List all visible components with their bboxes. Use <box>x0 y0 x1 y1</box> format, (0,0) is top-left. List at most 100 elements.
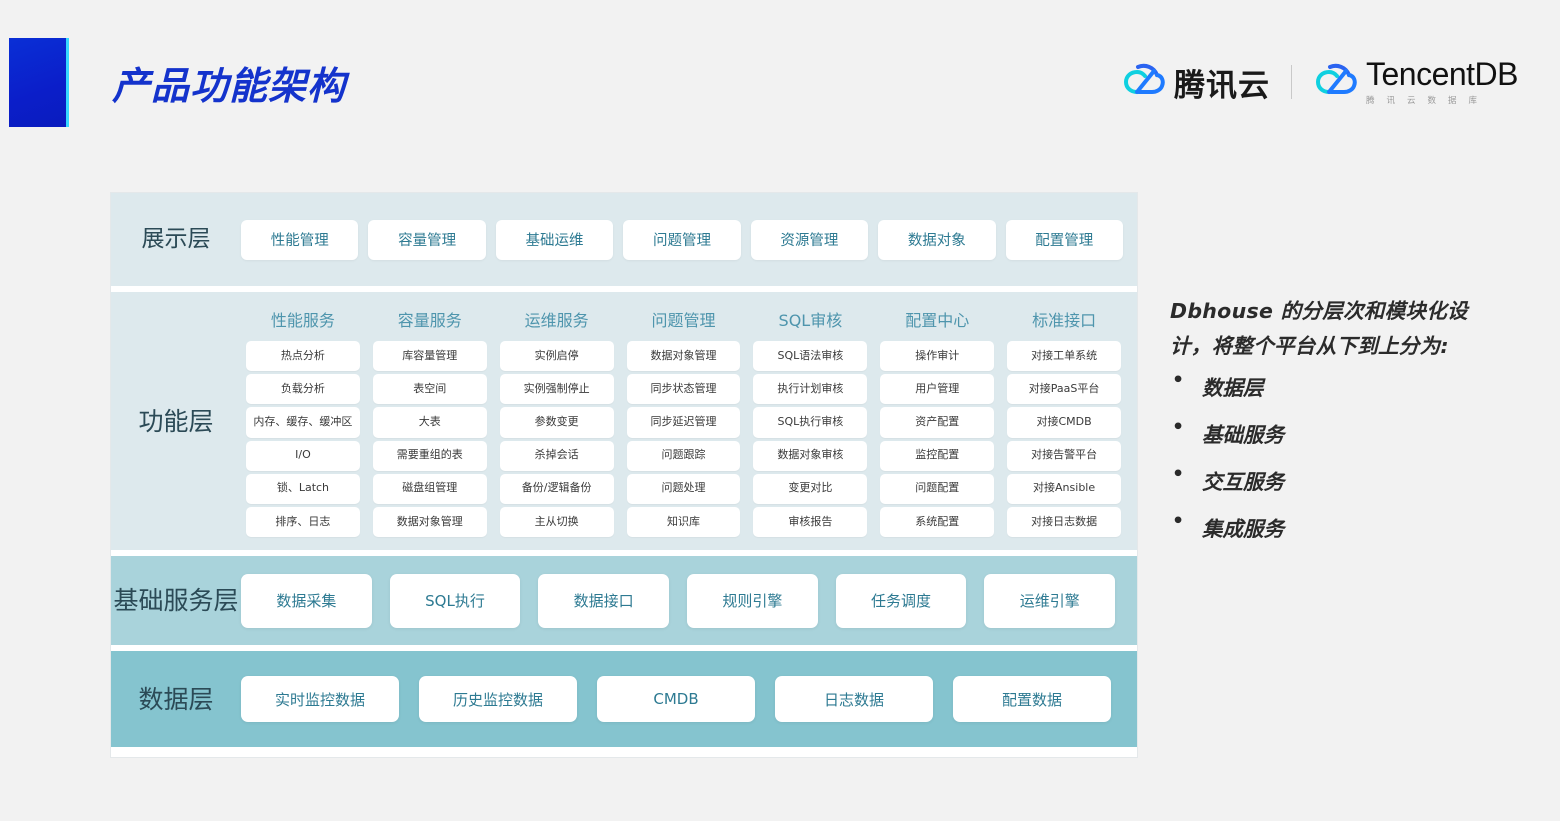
function-cell[interactable]: 备份/逻辑备份 <box>499 473 614 504</box>
function-cell[interactable]: 库容量管理 <box>372 341 487 372</box>
data-chip[interactable]: 历史监控数据 <box>419 676 577 722</box>
data-layer-items: 实时监控数据 历史监控数据 CMDB 日志数据 配置数据 <box>241 651 1137 747</box>
display-chip[interactable]: 基础运维 <box>495 219 614 260</box>
tencent-cloud-logo: 腾讯云 <box>1121 60 1270 105</box>
function-cell[interactable]: 内存、缓存、缓冲区 <box>246 407 360 438</box>
brand-logos: 腾讯云 TencentDB 腾讯云数据库 <box>1121 58 1519 106</box>
function-cell[interactable]: 对接工单系统 <box>1007 341 1122 372</box>
function-cell[interactable]: 数据对象管理 <box>626 341 741 372</box>
data-chip[interactable]: 实时监控数据 <box>241 676 399 722</box>
function-cell[interactable]: 负载分析 <box>246 374 360 405</box>
function-cell[interactable]: 表空间 <box>372 374 487 405</box>
function-cell[interactable]: 实例强制停止 <box>499 374 614 405</box>
basic-service-layer-band: 基础 服务层 数据采集 SQL执行 数据接口 规则引擎 任务调度 运维引擎 <box>111 550 1137 645</box>
function-cell[interactable]: 变更对比 <box>753 473 868 504</box>
basic-chip[interactable]: 数据接口 <box>538 573 670 628</box>
function-cell[interactable]: 数据对象审核 <box>753 440 868 471</box>
basic-service-layer-label: 基础 服务层 <box>111 556 241 645</box>
function-cell[interactable]: 对接CMDB <box>1007 407 1122 438</box>
function-cell[interactable]: 热点分析 <box>246 341 360 372</box>
function-column: 标准接口 对接工单系统 对接PaaS平台 对接CMDB 对接告警平台 对接Ans… <box>1004 292 1124 550</box>
function-cell[interactable]: 操作审计 <box>880 341 995 372</box>
data-chip[interactable]: 日志数据 <box>775 676 933 722</box>
function-cell[interactable]: 杀掉会话 <box>499 440 614 471</box>
function-cell[interactable]: 同步状态管理 <box>626 374 741 405</box>
notes-bullet-list: 数据层 基础服务 交互服务 集成服务 <box>1170 369 1500 542</box>
data-chip[interactable]: 配置数据 <box>953 676 1111 722</box>
basic-chip[interactable]: 任务调度 <box>835 573 967 628</box>
notes-paragraph: Dbhouse 的分层次和模块化设计，将整个平台从下到上分为: <box>1170 299 1468 359</box>
function-cell[interactable]: 问题处理 <box>626 473 741 504</box>
function-cell[interactable]: 锁、Latch <box>246 473 360 504</box>
function-layer-band: 功能层 性能服务 热点分析 负载分析 内存、缓存、缓冲区 I/O 锁、Latch… <box>111 286 1137 550</box>
notes-bullet-item: 数据层 <box>1170 369 1500 401</box>
data-layer-label: 数据层 <box>138 684 214 714</box>
function-column-header: 运维服务 <box>524 311 589 330</box>
data-layer-band: 数据层 实时监控数据 历史监控数据 CMDB 日志数据 配置数据 <box>111 645 1137 747</box>
basic-chip[interactable]: 运维引擎 <box>984 573 1116 628</box>
function-cell[interactable]: 需要重组的表 <box>372 440 487 471</box>
function-cell[interactable]: 系统配置 <box>880 506 995 538</box>
function-cell[interactable]: SQL执行审核 <box>753 407 868 438</box>
basic-chip[interactable]: 数据采集 <box>241 573 372 628</box>
notes-bullet-item: 基础服务 <box>1170 416 1500 448</box>
function-cell[interactable]: 排序、日志 <box>246 506 360 538</box>
function-layer-columns: 性能服务 热点分析 负载分析 内存、缓存、缓冲区 I/O 锁、Latch 排序、… <box>241 292 1137 550</box>
function-cell[interactable]: 执行计划审核 <box>753 374 868 405</box>
function-column-header: 性能服务 <box>270 311 335 330</box>
display-chip[interactable]: 性能管理 <box>241 219 359 260</box>
tencentdb-logo: TencentDB 腾讯云数据库 <box>1313 58 1519 106</box>
function-cell[interactable]: 审核报告 <box>753 506 868 538</box>
function-cell[interactable]: 对接日志数据 <box>1007 506 1122 538</box>
display-chip[interactable]: 数据对象 <box>878 219 996 260</box>
display-chip[interactable]: 容量管理 <box>368 219 486 260</box>
function-cell[interactable]: 主从切换 <box>499 506 614 538</box>
function-column: 性能服务 热点分析 负载分析 内存、缓存、缓冲区 I/O 锁、Latch 排序、… <box>243 292 363 550</box>
slide-header: 产品功能架构 腾讯云 <box>0 0 1560 160</box>
tencentdb-wordmark-wrap: TencentDB 腾讯云数据库 <box>1366 58 1519 106</box>
data-chip[interactable]: CMDB <box>597 676 755 722</box>
function-cell[interactable]: SQL语法审核 <box>753 341 868 372</box>
basic-chip[interactable]: SQL执行 <box>389 573 521 628</box>
function-column: 容量服务 库容量管理 表空间 大表 需要重组的表 磁盘组管理 数据对象管理 <box>370 292 490 550</box>
function-cell[interactable]: 问题跟踪 <box>626 440 741 471</box>
function-cell[interactable]: 监控配置 <box>880 440 995 471</box>
notes-panel: Dbhouse 的分层次和模块化设计，将整个平台从下到上分为: 数据层 基础服务… <box>1170 294 1500 559</box>
function-cell[interactable]: I/O <box>246 440 360 471</box>
display-chip[interactable]: 配置管理 <box>1005 219 1123 260</box>
function-cell[interactable]: 问题配置 <box>880 473 995 504</box>
notes-bullet-item: 交互服务 <box>1170 463 1500 495</box>
function-cell[interactable]: 同步延迟管理 <box>626 407 741 438</box>
function-cell[interactable]: 知识库 <box>626 506 741 538</box>
cloud-icon-db <box>1313 63 1357 102</box>
logo-divider <box>1290 65 1292 99</box>
function-column-header: 问题管理 <box>651 311 716 330</box>
function-cell[interactable]: 对接Ansible <box>1007 473 1122 504</box>
title-accent-bar <box>9 38 69 127</box>
page-title: 产品功能架构 <box>112 64 347 108</box>
function-column: 配置中心 操作审计 用户管理 资产配置 监控配置 问题配置 系统配置 <box>877 292 997 550</box>
function-cell[interactable]: 实例启停 <box>499 341 614 372</box>
function-cell[interactable]: 对接PaaS平台 <box>1007 374 1122 405</box>
function-cell[interactable]: 资产配置 <box>880 407 995 438</box>
cloud-icon <box>1121 63 1165 102</box>
function-layer-label: 功能层 <box>138 406 214 436</box>
function-column: SQL审核 SQL语法审核 执行计划审核 SQL执行审核 数据对象审核 变更对比… <box>750 292 870 550</box>
function-cell[interactable]: 参数变更 <box>499 407 614 438</box>
function-cell[interactable]: 大表 <box>372 407 487 438</box>
function-cell[interactable]: 用户管理 <box>880 374 995 405</box>
function-cell[interactable]: 数据对象管理 <box>372 506 487 538</box>
notes-bullet-item: 集成服务 <box>1170 510 1500 542</box>
display-chip[interactable]: 资源管理 <box>750 219 869 260</box>
display-layer-items: 性能管理 容量管理 基础运维 问题管理 资源管理 数据对象 配置管理 <box>241 193 1137 286</box>
basic-service-layer-items: 数据采集 SQL执行 数据接口 规则引擎 任务调度 运维引擎 <box>241 556 1137 645</box>
display-chip[interactable]: 问题管理 <box>623 219 741 260</box>
function-column: 问题管理 数据对象管理 同步状态管理 同步延迟管理 问题跟踪 问题处理 知识库 <box>624 292 744 550</box>
function-cell[interactable]: 对接告警平台 <box>1007 440 1122 471</box>
function-column-header: 容量服务 <box>397 311 462 330</box>
tencent-cloud-wordmark: 腾讯云 <box>1173 67 1270 104</box>
basic-label-line2: 服务层 <box>163 586 239 615</box>
basic-chip[interactable]: 规则引擎 <box>687 573 818 628</box>
function-cell[interactable]: 磁盘组管理 <box>372 473 487 504</box>
